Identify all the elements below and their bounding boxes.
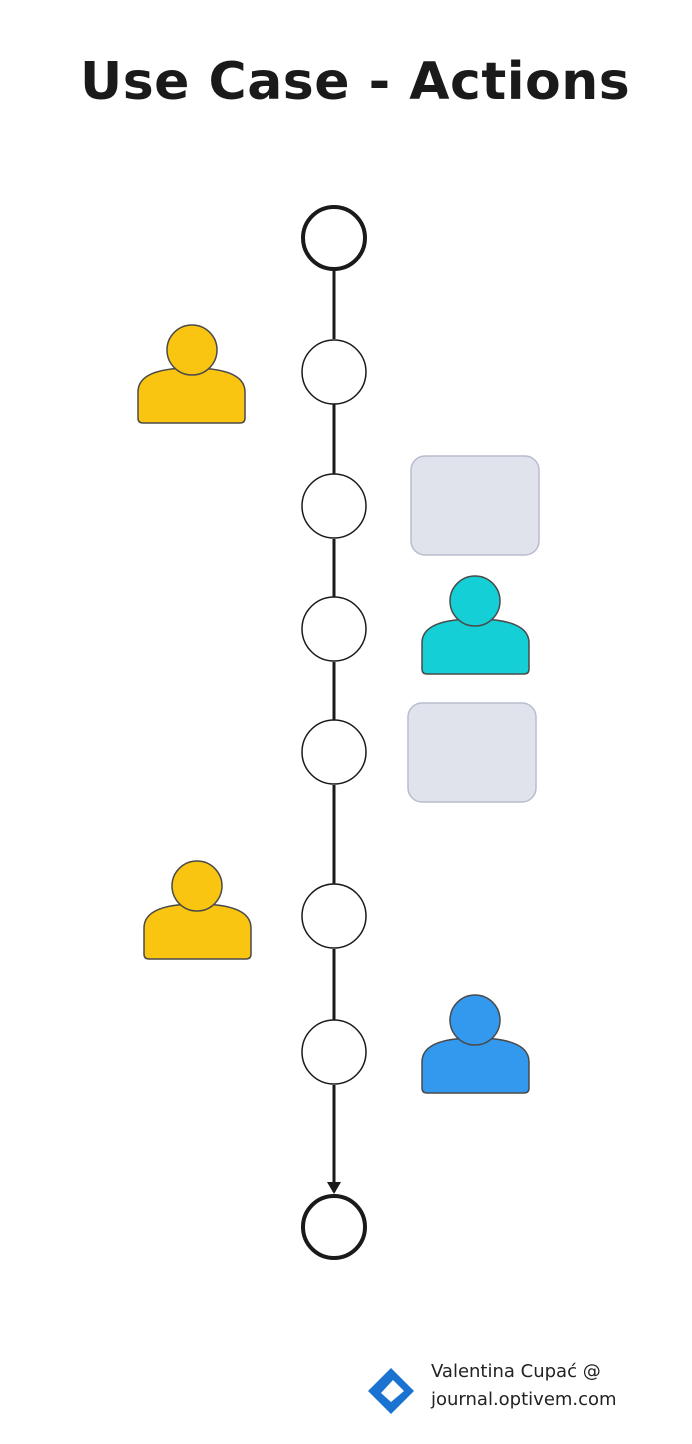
- page-title: Use Case - Actions: [80, 52, 631, 112]
- step-node: [301, 596, 367, 662]
- credit-author: Valentina Cupać @: [431, 1361, 601, 1382]
- note-placeholder: [410, 455, 540, 556]
- end-node: [301, 1194, 367, 1260]
- start-node: [301, 205, 367, 271]
- step-node: [301, 339, 367, 405]
- step-node: [301, 883, 367, 949]
- step-node: [301, 473, 367, 539]
- step-node: [301, 1019, 367, 1085]
- actor-icon: [421, 575, 530, 675]
- credit-website: journal.optivem.com: [431, 1389, 617, 1410]
- actor-icon: [421, 994, 530, 1094]
- step-node: [301, 719, 367, 785]
- actor-icon: [137, 324, 246, 424]
- note-placeholder: [407, 702, 537, 803]
- actor-icon: [143, 860, 252, 960]
- optivem-logo-icon: [368, 1368, 414, 1414]
